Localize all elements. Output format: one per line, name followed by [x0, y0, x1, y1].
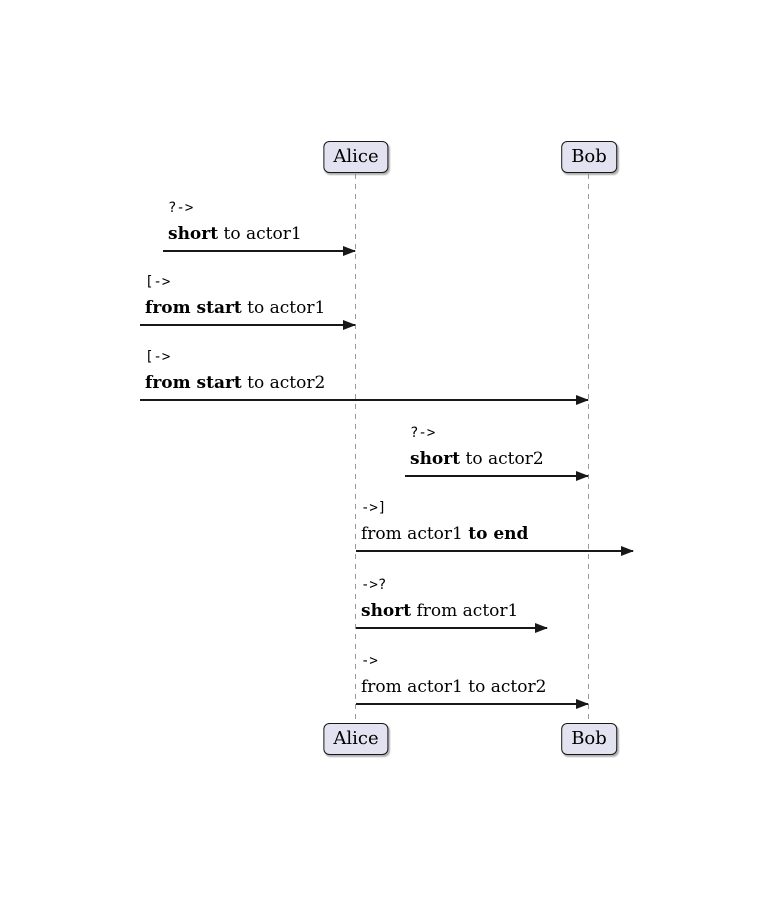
message-arrow-line: [356, 703, 588, 705]
label-bold: from start: [145, 298, 242, 318]
lifeline-alice: [355, 174, 357, 723]
message-arrow-line: [163, 250, 355, 252]
arrowhead-icon: [535, 623, 548, 634]
label-post: from actor1: [411, 601, 519, 621]
message-short-to-actor1: ?-> short to actor1: [163, 200, 356, 257]
message-arrow-line: [405, 475, 588, 477]
message-arrow-line: [356, 550, 633, 552]
lifeline-bob: [588, 174, 590, 723]
message-syntax: [->: [145, 274, 171, 290]
label-bold: from start: [145, 373, 242, 393]
message-label: short to actor1: [168, 224, 302, 245]
message-arrow-line: [356, 627, 547, 629]
arrowhead-icon: [343, 320, 356, 331]
message-arrow-line: [140, 399, 588, 401]
label-bold: short: [168, 224, 219, 244]
message-syntax: ?->: [168, 200, 194, 216]
actor-box-bob-top: Bob: [561, 141, 617, 173]
actor-box-alice-top: Alice: [323, 141, 389, 173]
arrowhead-icon: [621, 546, 634, 557]
label-post: to actor1: [218, 224, 302, 244]
label-bold: short: [410, 449, 461, 469]
message-syntax: ->?: [361, 577, 387, 593]
message-label: short from actor1: [361, 601, 518, 622]
label-pre: from actor1: [361, 524, 469, 544]
message-arrow-line: [140, 324, 355, 326]
message-from-actor1-to-end: ->] from actor1 to end: [356, 500, 634, 557]
message-syntax: [->: [145, 349, 171, 365]
message-from-start-to-actor2: [-> from start to actor2: [140, 349, 589, 406]
message-syntax: ?->: [410, 425, 436, 441]
arrowhead-icon: [343, 246, 356, 257]
actor-box-alice-bottom: Alice: [323, 723, 389, 755]
label-post: to actor1: [241, 298, 326, 318]
message-label: from start to actor1: [145, 298, 325, 319]
message-from-actor1-to-actor2: -> from actor1 to actor2: [356, 653, 589, 710]
arrowhead-icon: [576, 699, 589, 710]
message-syntax: ->: [361, 653, 378, 669]
arrowhead-icon: [576, 395, 589, 406]
message-syntax: ->]: [361, 500, 387, 516]
message-label: short to actor2: [410, 449, 544, 470]
label-post: to actor2: [241, 373, 326, 393]
arrowhead-icon: [576, 471, 589, 482]
message-label: from start to actor2: [145, 373, 325, 394]
message-short-from-actor1: ->? short from actor1: [356, 577, 548, 634]
label-bold: to end: [468, 524, 529, 544]
message-short-to-actor2: ?-> short to actor2: [405, 425, 589, 482]
actor-box-bob-bottom: Bob: [561, 723, 617, 755]
message-label: from actor1 to end: [361, 524, 528, 545]
message-from-start-to-actor1: [-> from start to actor1: [140, 274, 356, 331]
label-pre: from actor1 to actor2: [361, 677, 547, 697]
message-label: from actor1 to actor2: [361, 677, 546, 698]
label-bold: short: [361, 601, 412, 621]
label-post: to actor2: [460, 449, 544, 469]
